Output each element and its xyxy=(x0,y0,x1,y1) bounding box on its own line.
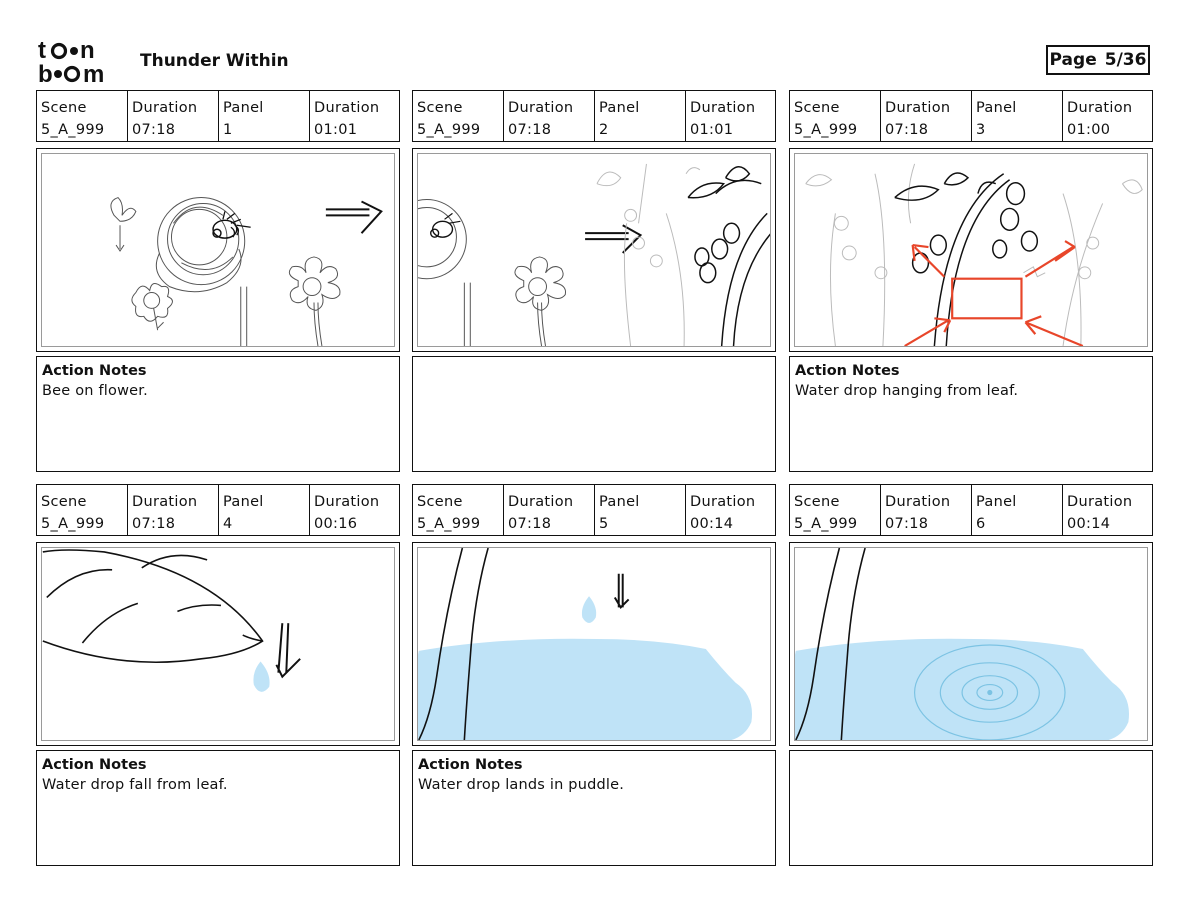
action-notes-box[interactable] xyxy=(412,356,776,472)
panel-duration-value: 01:01 xyxy=(314,122,358,138)
scene-duration-value: 07:18 xyxy=(508,516,552,532)
action-notes-text: Water drop hanging from leaf. xyxy=(795,383,1019,399)
scene-duration-value: 07:18 xyxy=(885,122,929,138)
leaf-closeup-sketch xyxy=(805,163,1143,346)
panel-image[interactable] xyxy=(789,542,1153,746)
action-notes-box[interactable]: Action Notes Water drop lands in puddle. xyxy=(412,750,776,866)
panel-number-value: 3 xyxy=(976,122,986,138)
scene-value: 5_A_999 xyxy=(417,122,481,138)
toon-boom-logo: t n b m xyxy=(38,38,104,84)
panel-duration-value: 00:14 xyxy=(690,516,734,532)
panel-duration-value: 01:01 xyxy=(690,122,734,138)
action-notes-text: Bee on flower. xyxy=(42,383,148,399)
panel-image[interactable] xyxy=(36,542,400,746)
svg-text:m: m xyxy=(83,61,104,84)
panel-image[interactable] xyxy=(412,542,776,746)
panel-number-value: 4 xyxy=(223,516,233,532)
panel-number-value: 5 xyxy=(599,516,609,532)
panel-image[interactable] xyxy=(36,148,400,352)
scene-value: 5_A_999 xyxy=(417,516,481,532)
panel-image[interactable] xyxy=(412,148,776,352)
scene-duration-value: 07:18 xyxy=(132,122,176,138)
action-notes-text: Water drop lands in puddle. xyxy=(418,777,625,793)
page-number: 5/36 xyxy=(1104,50,1147,70)
action-notes-text: Water drop fall from leaf. xyxy=(42,777,228,793)
page-indicator: Page 5/36 xyxy=(1046,45,1150,75)
panel-number-value: 2 xyxy=(599,122,609,138)
panel-duration-value: 00:14 xyxy=(1067,516,1111,532)
svg-text:n: n xyxy=(80,38,95,64)
action-notes-box[interactable]: Action Notes Bee on flower. xyxy=(36,356,400,472)
panel-image[interactable] xyxy=(789,148,1153,352)
ripple-puddle-sketch xyxy=(795,548,1129,740)
scene-value: 5_A_999 xyxy=(41,122,105,138)
project-title: Thunder Within xyxy=(140,51,289,71)
leaf-drop-sketch xyxy=(42,549,301,692)
scene-value: 5_A_999 xyxy=(794,122,858,138)
action-notes-heading: Action Notes xyxy=(795,363,900,379)
action-notes-box[interactable]: Action Notes Water drop hanging from lea… xyxy=(789,356,1153,472)
panel-duration-value: 00:16 xyxy=(314,516,358,532)
action-notes-heading: Action Notes xyxy=(418,757,523,773)
svg-text:b: b xyxy=(38,61,53,84)
panel-duration-value: 01:00 xyxy=(1067,122,1111,138)
flower-bee-sketch xyxy=(110,196,383,346)
svg-text:t: t xyxy=(38,38,46,64)
action-notes-heading: Action Notes xyxy=(42,363,147,379)
action-notes-box[interactable] xyxy=(789,750,1153,866)
page-label: Page xyxy=(1049,50,1097,70)
panel-number-value: 1 xyxy=(223,122,233,138)
scene-value: 5_A_999 xyxy=(794,516,858,532)
scene-duration-value: 07:18 xyxy=(885,516,929,532)
flower-pan-sketch xyxy=(418,163,770,346)
drop-puddle-sketch xyxy=(418,548,752,740)
action-notes-box[interactable]: Action Notes Water drop fall from leaf. xyxy=(36,750,400,866)
action-notes-heading: Action Notes xyxy=(42,757,147,773)
scene-duration-value: 07:18 xyxy=(508,122,552,138)
panel-number-value: 6 xyxy=(976,516,986,532)
scene-value: 5_A_999 xyxy=(41,516,105,532)
scene-duration-value: 07:18 xyxy=(132,516,176,532)
